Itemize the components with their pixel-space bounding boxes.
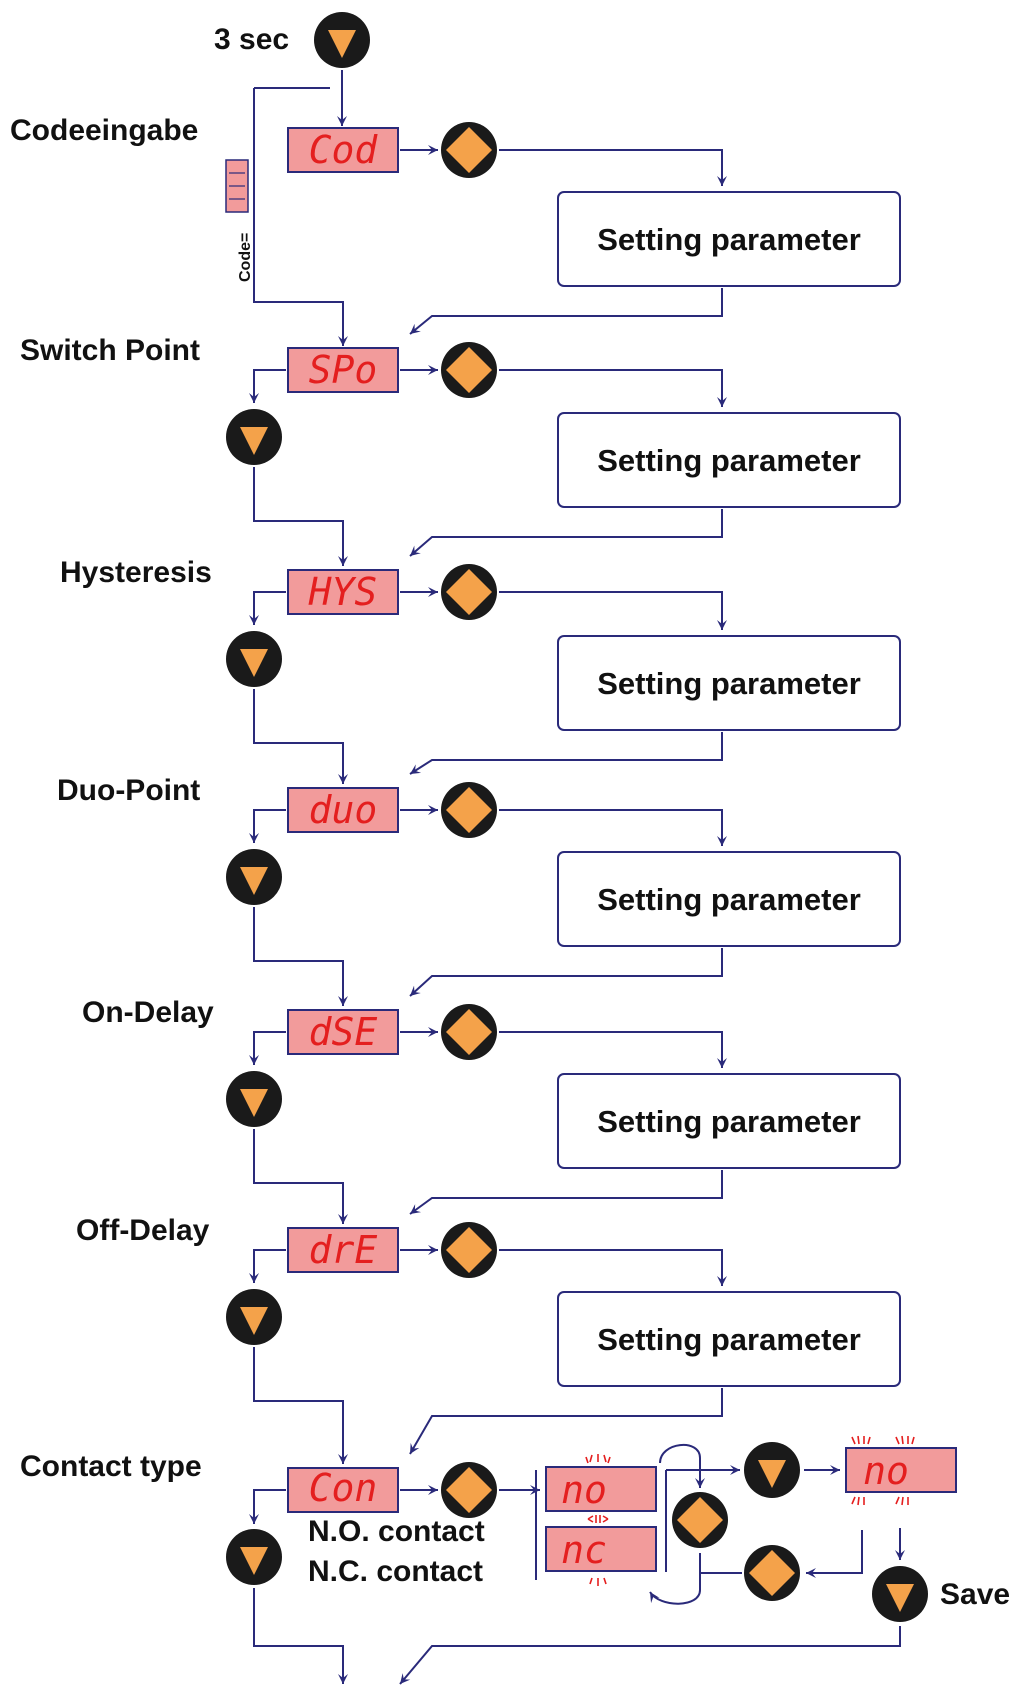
step-label-5: On-Delay	[82, 996, 214, 1029]
code-side-label: Code=	[237, 233, 254, 282]
setting-parameter-text-1: Setting parameter	[597, 222, 861, 257]
save-button[interactable]	[872, 1566, 928, 1622]
down-button-3[interactable]	[226, 631, 282, 687]
blink-rays-icon	[585, 1454, 611, 1586]
step-label-4: Duo-Point	[57, 774, 200, 807]
enter-button-3[interactable]	[441, 564, 497, 620]
down-arrow-icon	[758, 1460, 786, 1488]
setting-parameter-text-4: Setting parameter	[597, 882, 861, 917]
nc-contact-label: N.C. contact	[308, 1555, 483, 1588]
save-label: Save	[940, 1578, 1010, 1611]
down-arrow-icon	[886, 1584, 914, 1612]
down-arrow-icon	[240, 1307, 268, 1335]
back-button[interactable]	[744, 1545, 800, 1601]
setting-parameter-box-3: Setting parameter	[557, 635, 901, 731]
setting-parameter-box-1: Setting parameter	[557, 191, 901, 287]
enter-button-1[interactable]	[441, 122, 497, 178]
saved-display-text: no	[863, 1449, 909, 1493]
step-display-1: Cod	[287, 127, 399, 173]
option-nc-display[interactable]: nc	[545, 1526, 657, 1572]
contact-display-text: Con	[309, 1466, 378, 1510]
setting-parameter-text-2: Setting parameter	[597, 443, 861, 478]
diamond-icon	[446, 1467, 492, 1513]
option-nc-text: nc	[561, 1528, 607, 1572]
contact-down-button[interactable]	[226, 1529, 282, 1585]
down-button-2[interactable]	[226, 409, 282, 465]
down-button-6[interactable]	[226, 1289, 282, 1345]
step-label-6: Off-Delay	[76, 1214, 210, 1247]
step-display-text-4: duo	[309, 788, 378, 832]
step-label-1: Codeeingabe	[10, 114, 198, 147]
no-contact-label: N.O. contact	[308, 1515, 485, 1548]
down-arrow-icon	[240, 867, 268, 895]
step-display-3: HYS	[287, 569, 399, 615]
step-label-3: Hysteresis	[60, 556, 212, 589]
saved-display: no	[845, 1447, 957, 1493]
down-arrow-icon	[328, 30, 356, 58]
setting-parameter-box-4: Setting parameter	[557, 851, 901, 947]
enter-button-4[interactable]	[441, 782, 497, 838]
enter-button-6[interactable]	[441, 1222, 497, 1278]
diamond-icon	[446, 127, 492, 173]
diamond-icon	[446, 787, 492, 833]
diamond-icon	[749, 1550, 795, 1596]
step-display-5: dSE	[287, 1009, 399, 1055]
contact-enter-button[interactable]	[441, 1462, 497, 1518]
setting-parameter-text-3: Setting parameter	[597, 666, 861, 701]
step-display-text-1: Cod	[309, 128, 379, 172]
confirm-down-button[interactable]	[744, 1442, 800, 1498]
code-digits-icon	[225, 159, 249, 213]
contact-display: Con	[287, 1466, 399, 1513]
down-arrow-icon	[240, 1089, 268, 1117]
diamond-icon	[446, 1227, 492, 1273]
step-display-text-5: dSE	[309, 1010, 378, 1054]
step-label-2: Switch Point	[20, 334, 200, 367]
enter-button-2[interactable]	[441, 342, 497, 398]
down-arrow-icon	[240, 1547, 268, 1575]
down-arrow-icon	[240, 427, 268, 455]
step-display-text-2: SPo	[309, 348, 378, 392]
setting-parameter-text-5: Setting parameter	[597, 1104, 861, 1139]
blink-rays-icon	[851, 1435, 915, 1506]
setting-parameter-box-6: Setting parameter	[557, 1291, 901, 1387]
diamond-icon	[446, 347, 492, 393]
option-no-display[interactable]: no	[545, 1466, 657, 1512]
diamond-icon	[446, 569, 492, 615]
step-display-text-6: drE	[309, 1228, 378, 1272]
top-duration-label: 3 sec	[214, 23, 289, 56]
step-display-6: drE	[287, 1227, 399, 1273]
down-button-4[interactable]	[226, 849, 282, 905]
down-arrow-icon	[240, 649, 268, 677]
diamond-icon	[446, 1009, 492, 1055]
setting-parameter-text-6: Setting parameter	[597, 1322, 861, 1357]
step-display-text-3: HYS	[308, 570, 378, 614]
step-display-4: duo	[287, 787, 399, 833]
setting-parameter-box-2: Setting parameter	[557, 412, 901, 508]
down-button[interactable]	[314, 12, 370, 68]
contact-type-label: Contact type	[20, 1450, 202, 1483]
enter-button-5[interactable]	[441, 1004, 497, 1060]
diamond-icon	[677, 1497, 723, 1543]
down-button-5[interactable]	[226, 1071, 282, 1127]
option-no-text: no	[561, 1468, 607, 1512]
toggle-button[interactable]	[672, 1492, 728, 1548]
step-display-2: SPo	[287, 347, 399, 393]
setting-parameter-box-5: Setting parameter	[557, 1073, 901, 1169]
